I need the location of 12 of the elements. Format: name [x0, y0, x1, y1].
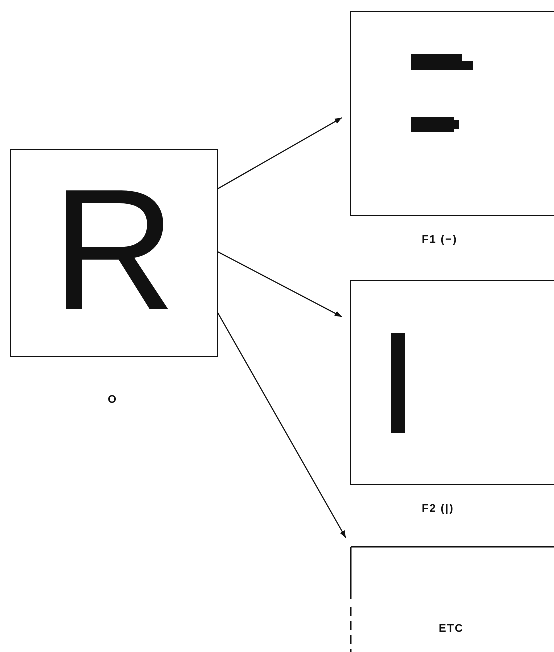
frame-label: ETC — [439, 623, 464, 635]
arrow — [218, 118, 342, 190]
open-frame — [351, 547, 554, 652]
letter-glyph: R — [50, 164, 178, 336]
frame-caption: F2 (|) — [422, 503, 454, 515]
frame-caption: F1 (−) — [422, 234, 458, 246]
image-frame — [350, 11, 554, 216]
image-frame — [350, 280, 554, 485]
arrow — [218, 252, 342, 318]
arrow — [218, 312, 346, 538]
image-frame — [10, 149, 218, 357]
frame-caption: O — [108, 394, 118, 406]
